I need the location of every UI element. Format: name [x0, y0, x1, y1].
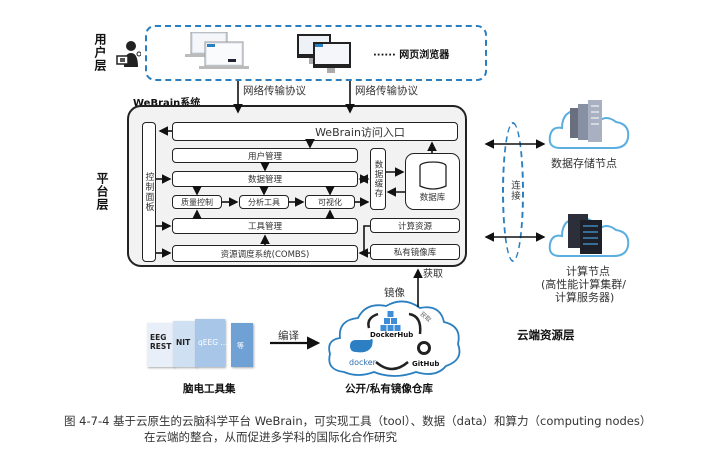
database-label: 数据库: [419, 192, 446, 203]
connection-ellipse: [502, 122, 524, 262]
control-panel[interactable]: 控制面板: [142, 122, 156, 262]
protocol-label-right: 网络传输协议: [355, 85, 418, 97]
data-cache[interactable]: 数据缓存: [370, 148, 386, 210]
storage-node-label: 数据存储节点: [551, 157, 617, 170]
browser-group: [145, 25, 487, 81]
storage-cloud: [548, 100, 633, 159]
database[interactable]: 数据库: [405, 153, 460, 210]
mirror-label: 镜像: [384, 287, 405, 299]
figure-caption: 图 4-7-4 基于云原生的云脑科学平台 WeBrain，可实现工具（tool）…: [64, 413, 651, 445]
fetch-label: 获取: [423, 269, 443, 280]
browser-label: ······ 网页浏览器: [373, 50, 450, 61]
dockerhub-label: DockerHub: [370, 331, 414, 339]
protocol-label-left: 网络传输协议: [243, 85, 306, 97]
tool-management[interactable]: 工具管理: [172, 218, 358, 234]
user-icon: [115, 40, 142, 68]
tool-card-qeeg: qEEG ...: [195, 319, 228, 367]
platform-layer-label: 平台层: [95, 172, 109, 211]
database-icon: [418, 160, 447, 190]
cloud-layer-label: 云端资源层: [517, 328, 575, 342]
compile-label: 编译: [278, 330, 299, 342]
docker-label: docker: [349, 358, 376, 367]
visualization[interactable]: 可视化: [305, 195, 355, 209]
desktop-icon: [295, 32, 355, 78]
compute-cloud: [548, 212, 633, 266]
analysis-tools[interactable]: 分析工具: [239, 195, 289, 209]
private-image-registry[interactable]: 私有镜像库: [370, 244, 460, 260]
tool-card-eeg-rest: EEG REST: [147, 323, 175, 367]
toolset-label: 脑电工具集: [183, 383, 236, 395]
compute-node-label-3: 计算服务器): [555, 291, 615, 304]
quality-control[interactable]: 质量控制: [172, 195, 222, 209]
image-repo-cloud: [324, 296, 464, 382]
user-layer-label: 用户层: [93, 33, 107, 72]
connect-label: 连接: [509, 180, 520, 201]
image-repo-label: 公开/私有镜像仓库: [345, 383, 433, 395]
github-label: GitHub: [412, 360, 440, 368]
data-management[interactable]: 数据管理: [172, 171, 358, 187]
compute-node-label-1: 计算节点: [566, 265, 610, 278]
webrain-system-title: WeBrain系统: [133, 98, 201, 109]
webrain-entry[interactable]: WeBrain访问入口: [172, 122, 458, 141]
tool-card-etc: 等: [231, 323, 253, 367]
laptop-icon: [183, 31, 253, 76]
caption-line-1: 图 4-7-4 基于云原生的云脑科学平台 WeBrain，可实现工具（tool）…: [64, 414, 652, 428]
user-management[interactable]: 用户管理: [172, 148, 358, 163]
caption-line-2: 在云端的整合，从而促进多学科的国际化合作研究: [144, 430, 397, 444]
compute-resources[interactable]: 计算资源: [370, 218, 460, 233]
compute-node-label-2: (高性能计算集群/: [541, 278, 626, 291]
resource-scheduler[interactable]: 资源调度系统(COMBS): [172, 245, 358, 262]
tool-card-nit: NIT: [173, 321, 197, 367]
